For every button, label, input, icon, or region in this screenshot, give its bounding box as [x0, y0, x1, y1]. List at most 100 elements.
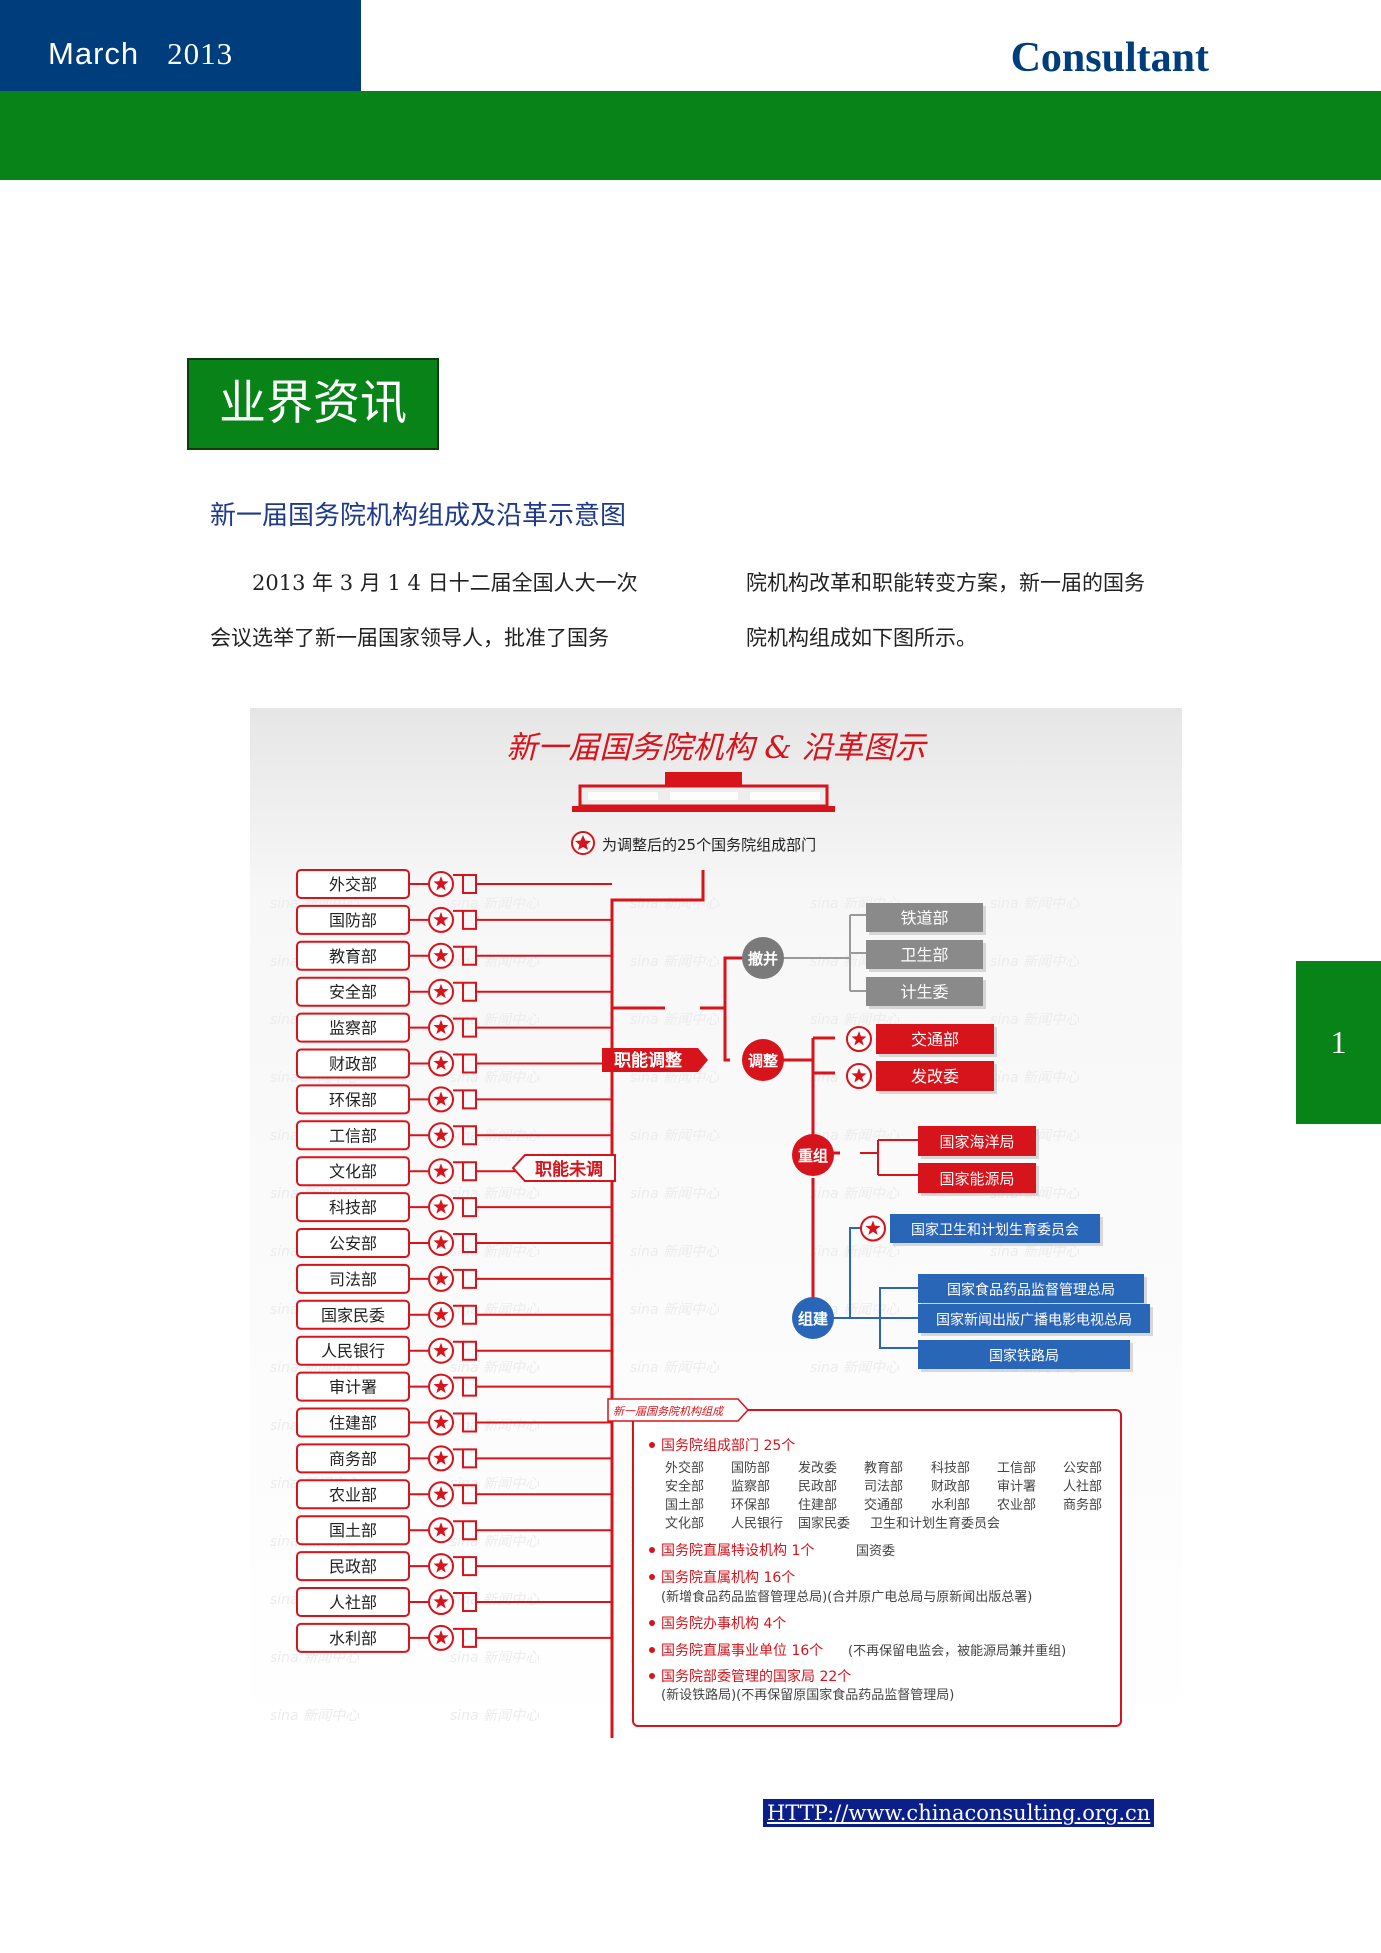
summary-text: 环保部 [731, 1498, 770, 1513]
star-badge-icon [428, 1122, 454, 1149]
summary-text: 工信部 [997, 1461, 1036, 1476]
watermark-text: sina 新闻中心 [270, 1708, 360, 1724]
watermark-text: sina 新闻中心 [450, 1360, 540, 1376]
summary-text: 文化部 [665, 1517, 704, 1532]
star-badge-icon [428, 1589, 454, 1615]
change-box: 国家食品药品监督管理总局 [918, 1274, 1147, 1306]
star-badge-icon [428, 1194, 454, 1221]
watermark-text: sina 新闻中心 [630, 954, 720, 970]
watermark-text: sina 新闻中心 [450, 1592, 540, 1608]
star-badge-icon [428, 906, 454, 933]
watermark-text: sina 新闻中心 [990, 1070, 1080, 1086]
summary-text: 水利部 [931, 1498, 970, 1513]
summary-text: 国土部 [665, 1498, 704, 1513]
watermark-text: sina 新闻中心 [810, 1186, 900, 1202]
header-month: March [48, 36, 140, 71]
change-box-label: 国家新闻出版广播电影电视总局 [936, 1312, 1132, 1329]
summary-text: 审计署 [997, 1480, 1036, 1495]
department-name: 住建部 [329, 1414, 377, 1433]
star-badge-icon [428, 1481, 454, 1508]
star-badge-icon [428, 1373, 454, 1400]
star-badge-icon [428, 1050, 454, 1077]
org-diagram: sina 新闻中心 sina 新闻中心 sina 新闻中心 sina 新闻中心 sina… [250, 708, 1182, 1738]
page-number-tab: 1 [1296, 961, 1381, 1124]
department-name: 民政部 [329, 1557, 377, 1576]
summary-text: 司法部 [864, 1480, 903, 1495]
change-box: 发改委 [846, 1061, 997, 1094]
department-item: 住建部 [296, 1407, 612, 1438]
change-box: 国家新闻出版广播电影电视总局 [918, 1304, 1153, 1336]
footer-url[interactable]: HTTP://www.chinaconsulting.org.cn [763, 1799, 1155, 1827]
summary-text: 科技部 [931, 1461, 970, 1476]
department-item: 人民银行 [296, 1335, 612, 1366]
watermark-text: sina 新闻中心 [450, 1012, 540, 1028]
department-name: 外交部 [329, 875, 377, 894]
star-badge-icon [428, 1086, 454, 1113]
watermark-text: sina 新闻中心 [630, 1244, 720, 1260]
department-name: 监察部 [329, 1019, 377, 1038]
org-diagram-figure: sina 新闻中心 sina 新闻中心 sina 新闻中心 sina 新闻中心 sina… [250, 708, 1182, 1738]
department-name: 公安部 [329, 1234, 377, 1253]
change-box-label: 卫生部 [900, 946, 948, 965]
watermark-text: sina 新闻中心 [990, 1244, 1080, 1260]
building-icon [572, 772, 835, 812]
department-name: 人民银行 [321, 1342, 385, 1361]
summary-text: 发改委 [798, 1460, 837, 1476]
department-item: 科技部 [296, 1192, 612, 1223]
department-item: 教育部 [296, 940, 612, 971]
diagram-subtitle: 为调整后的25个国务院组成部门 [602, 836, 816, 854]
department-item: 民政部 [296, 1551, 612, 1582]
summary-text: 商务部 [1063, 1497, 1102, 1513]
watermark-text: sina 新闻中心 [450, 1534, 540, 1550]
change-box-label: 国家海洋局 [939, 1133, 1014, 1151]
summary-text: 交通部 [864, 1497, 903, 1513]
summary-text: 国家民委 [798, 1516, 850, 1532]
change-box: 国家铁路局 [918, 1340, 1133, 1372]
watermark-text: sina 新闻中心 [810, 1360, 900, 1376]
department-item: 公安部 [296, 1228, 612, 1258]
star-badge-icon [428, 1517, 454, 1544]
diagram-title: 新一届国务院机构 & 沿革图示 [506, 730, 928, 766]
star-badge-icon [428, 1624, 454, 1651]
summary-text: 财政部 [931, 1480, 970, 1495]
star-badge-icon [428, 871, 454, 897]
summary-text: 教育部 [864, 1460, 903, 1476]
change-box: 国家卫生和计划生育委员会 [860, 1214, 1103, 1246]
star-badge-icon [428, 1301, 454, 1328]
watermark-text: sina 新闻中心 [990, 896, 1080, 912]
paragraph-line: 院机构改革和职能转变方案，新一届的国务 [746, 571, 1145, 595]
star-badge-icon [428, 1158, 454, 1185]
summary-text: 国资委 [856, 1544, 895, 1559]
star-badge-icon [428, 1409, 454, 1436]
watermark-text: sina 新闻中心 [630, 1186, 720, 1202]
summary-text: 公安部 [1063, 1461, 1102, 1476]
watermark-text: sina 新闻中心 [450, 1070, 540, 1086]
summary-bullet: 国务院部委管理的国家局 22个 [661, 1668, 851, 1685]
summary-text: (新增食品药品监督管理总局)(合并原广电总局与原新闻出版总署) [661, 1589, 1032, 1605]
merge-circle: 撤并 [742, 937, 784, 979]
summary-text: 人社部 [1063, 1479, 1102, 1495]
summary-text: 卫生和计划生育委员会 [870, 1516, 1000, 1532]
change-box: 铁道部 [866, 903, 986, 935]
department-name: 教育部 [329, 947, 377, 966]
unchanged-label: 职能未调 [535, 1159, 603, 1180]
article-title: 新一届国务院机构组成及沿革示意图 [210, 501, 627, 531]
summary-text: (新设铁路局)(不再保留原国家食品药品监督管理局) [661, 1687, 954, 1703]
watermark-text: sina 新闻中心 [630, 1012, 720, 1028]
department-name: 国家民委 [321, 1306, 385, 1325]
star-badge-icon [428, 1553, 454, 1580]
watermark-text: sina 新闻中心 [990, 1012, 1080, 1028]
department-name: 工信部 [329, 1126, 377, 1145]
change-box-label: 交通部 [911, 1030, 959, 1049]
summary-bullet: 国务院直属特设机构 1个 [661, 1542, 814, 1559]
department-item: 商务部 [296, 1443, 612, 1474]
department-name: 农业部 [329, 1485, 377, 1504]
connector-lines [513, 870, 840, 1738]
summary-box: 新一届国务院机构组成 国务院组成部门 25个外交部国防部发改委教育部科技部工信部… [607, 1398, 1122, 1727]
change-box: 交通部 [846, 1024, 997, 1057]
change-box-label: 国家能源局 [939, 1170, 1014, 1188]
summary-text: 安全部 [665, 1479, 704, 1495]
department-name: 司法部 [329, 1270, 377, 1289]
department-item: 人社部 [296, 1587, 612, 1617]
